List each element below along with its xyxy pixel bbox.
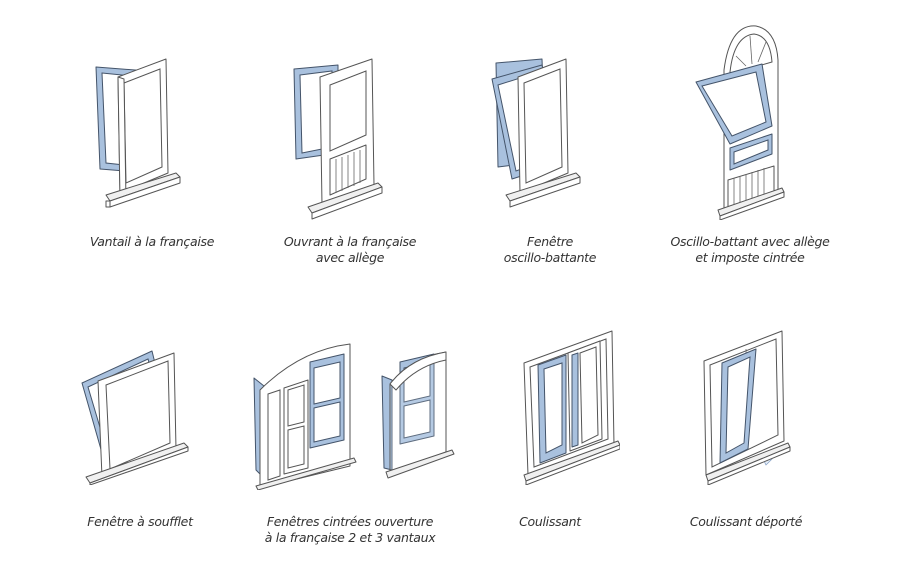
- caption-ouvrant-francaise-allege: Ouvrant à la française avec allège: [283, 234, 417, 265]
- illustration-fenetre-oscillo-battante: [490, 55, 600, 219]
- illustration-fenetres-cintrees: [250, 340, 460, 494]
- arched-casement-windows-icon: [253, 343, 455, 491]
- caption-fenetres-cintrees: Fenêtres cintrées ouverture à la françai…: [264, 514, 436, 545]
- tilt-turn-window-icon: [491, 58, 581, 208]
- casement-window-icon: [95, 58, 181, 208]
- illustration-fenetre-soufflet: [80, 345, 195, 489]
- arched-tilt-window-icon: [695, 25, 785, 221]
- caption-fenetre-soufflet: Fenêtre à soufflet: [87, 514, 193, 529]
- illustration-oscillo-battant-imposte: [690, 20, 800, 224]
- illustration-ouvrant-francaise-allege: [290, 55, 400, 224]
- illustration-vantail-francaise: [90, 55, 200, 219]
- caption-vantail-francaise: Vantail à la française: [89, 234, 215, 249]
- caption-coulissant: Coulissant: [519, 514, 581, 529]
- hopper-window-icon: [81, 350, 189, 486]
- caption-fenetre-oscillo-battante: Fenêtre oscillo-battante: [503, 234, 597, 265]
- illustration-coulissant: [520, 325, 621, 489]
- caption-oscillo-battant-imposte: Oscillo-battant avec allège et imposte c…: [670, 234, 830, 265]
- offset-sliding-window-icon: [703, 330, 791, 486]
- illustration-coulissant-deporte: [700, 325, 800, 489]
- casement-with-panel-icon: [293, 58, 383, 220]
- caption-coulissant-deporte: Coulissant déporté: [689, 514, 803, 529]
- sliding-window-icon: [523, 330, 621, 486]
